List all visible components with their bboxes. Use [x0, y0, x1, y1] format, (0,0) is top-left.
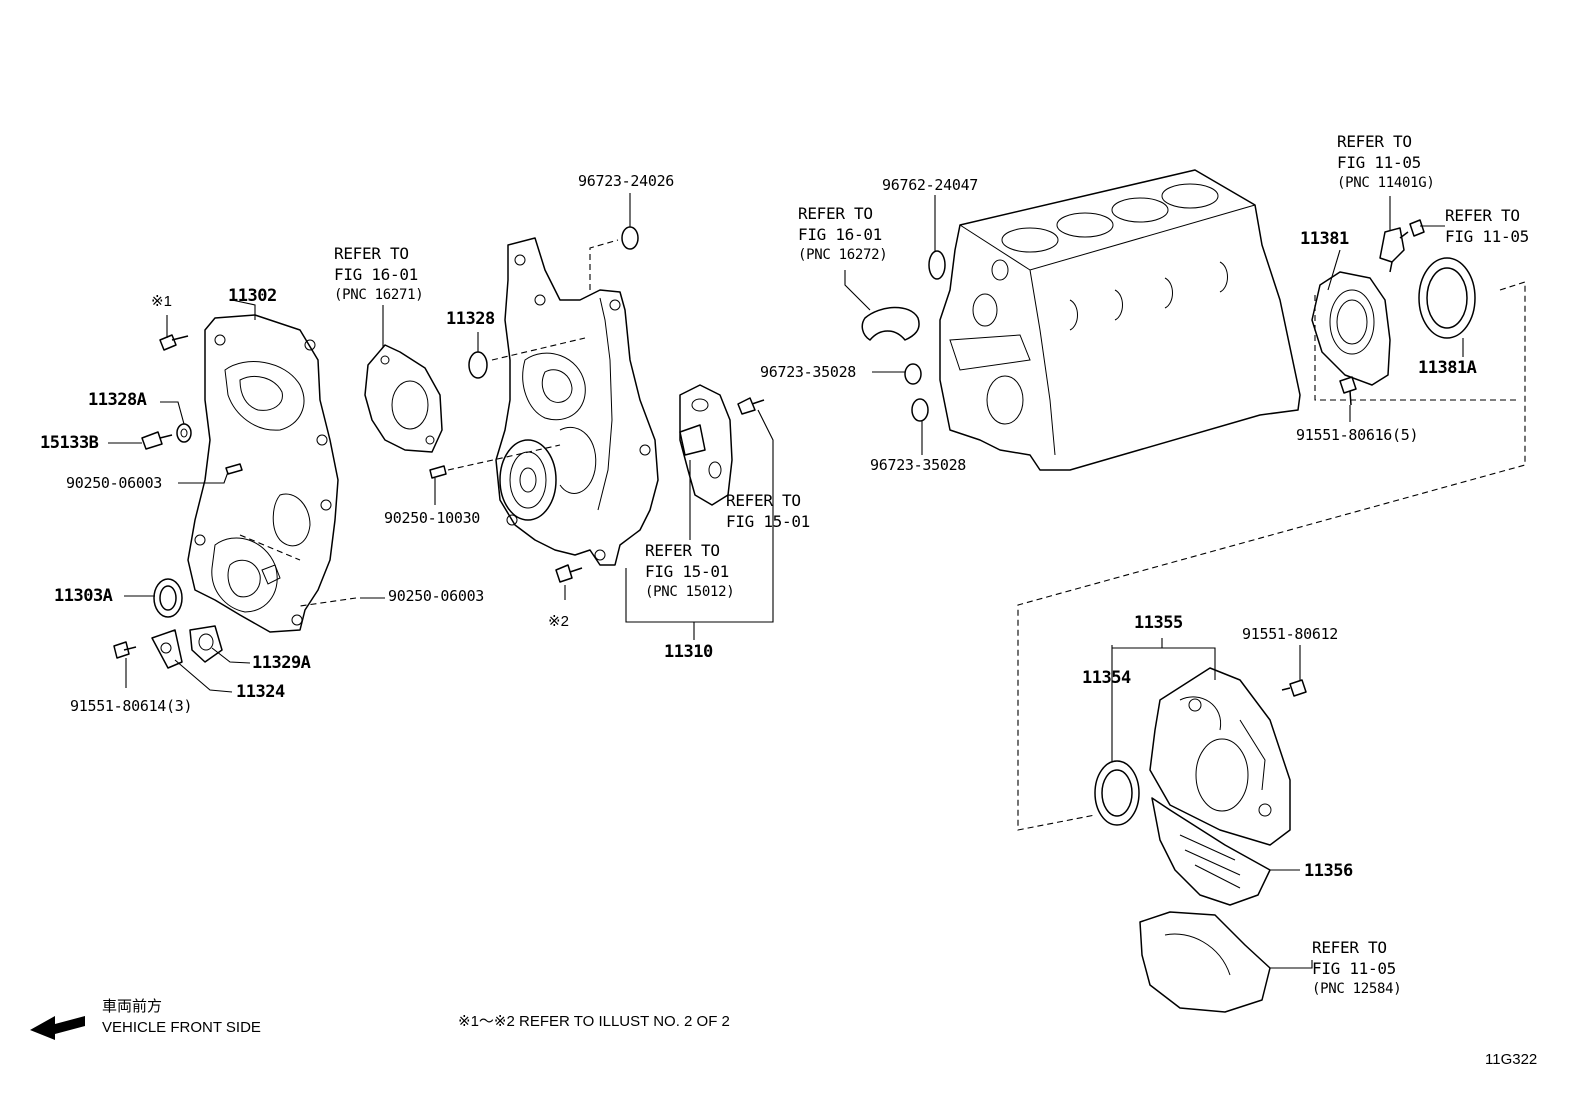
reference-fig-16-01-pnc-16271[interactable]: REFER TO FIG 16-01 (PNC 16271)	[334, 243, 424, 306]
plate-11355[interactable]	[1149, 667, 1291, 846]
part-number-11354[interactable]: 11354	[1082, 668, 1131, 688]
reference-line-1: REFER TO	[1312, 938, 1387, 957]
oil-pan-pnc-12584[interactable]	[1139, 911, 1271, 1013]
reference-line-1: REFER TO	[1445, 206, 1520, 225]
reference-line-1: REFER TO	[334, 244, 409, 263]
part-number-96723-24026[interactable]: 96723-24026	[578, 172, 675, 190]
bolt-marker-2[interactable]	[555, 564, 583, 583]
reference-fig-16-01-pnc-16272[interactable]: REFER TO FIG 16-01 (PNC 16272)	[798, 203, 888, 266]
reference-line-2: FIG 11-05	[1445, 227, 1529, 246]
reference-line-2: FIG 16-01	[334, 265, 418, 284]
marker-note: ※1～※2 REFER TO ILLUST NO. 2 OF 2	[458, 1013, 730, 1030]
reference-line-3: (PNC 15012)	[645, 584, 735, 600]
o-ring-11328[interactable]	[468, 351, 488, 379]
o-ring-96762-24047[interactable]	[928, 250, 946, 280]
chain-case-11310[interactable]	[447, 237, 659, 566]
marker-2: ※2	[548, 613, 569, 630]
bolt-15133B[interactable]	[141, 431, 173, 450]
reference-line-2: FIG 11-05	[1337, 153, 1421, 172]
reference-line-1: REFER TO	[798, 204, 873, 223]
part-number-11310[interactable]: 11310	[664, 642, 713, 662]
vehicle-front-arrow-icon	[30, 1016, 85, 1040]
reference-line-3: (PNC 12584)	[1312, 981, 1402, 997]
o-ring-96723-24026[interactable]	[621, 226, 639, 250]
part-number-90250-10030[interactable]: 90250-10030	[384, 509, 481, 527]
part-number-11381[interactable]: 11381	[1300, 229, 1349, 249]
leader-lines	[108, 193, 1464, 969]
cylinder-block[interactable]	[939, 169, 1301, 471]
part-number-11302[interactable]: 11302	[228, 286, 277, 306]
pin-90250-06003-a[interactable]	[225, 463, 243, 475]
reference-line-1: REFER TO	[1337, 132, 1412, 151]
reference-line-2: FIG 15-01	[726, 512, 810, 531]
part-number-96723-35028-b[interactable]: 96723-35028	[870, 456, 967, 474]
vehicle-front-label: VEHICLE FRONT SIDE	[102, 1019, 261, 1036]
oil-pump-pnc-15012[interactable]	[679, 384, 733, 506]
bolt-pnc-15-01[interactable]	[737, 397, 765, 415]
oil-seal-11328A[interactable]	[176, 423, 192, 443]
reference-line-1: REFER TO	[726, 491, 801, 510]
part-number-11324[interactable]: 11324	[236, 682, 285, 702]
part-number-11328A[interactable]: 11328A	[88, 390, 147, 410]
oil-seal-11354[interactable]	[1094, 760, 1140, 826]
gasket-11329A[interactable]	[189, 625, 223, 663]
reference-line-2: FIG 15-01	[645, 562, 729, 581]
seal-retainer-11381[interactable]	[1311, 271, 1391, 386]
reference-line-3: (PNC 16272)	[798, 247, 888, 263]
part-number-91551-80614[interactable]: 91551-80614(3)	[70, 697, 193, 715]
vehicle-front-label-jp: 車両前方	[102, 998, 163, 1015]
part-number-90250-06003-b[interactable]: 90250-06003	[388, 587, 485, 605]
timing-cover-11302[interactable]	[187, 314, 339, 633]
gasket-pnc-16271[interactable]	[364, 344, 443, 453]
part-number-91551-80616[interactable]: 91551-80616(5)	[1296, 426, 1419, 444]
part-number-11303A[interactable]: 11303A	[54, 586, 113, 606]
gasket-11324[interactable]	[151, 629, 183, 669]
reference-fig-15-01[interactable]: REFER TO FIG 15-01	[726, 490, 810, 532]
reference-fig-11-05[interactable]: REFER TO FIG 11-05	[1445, 205, 1529, 247]
reference-line-2: FIG 16-01	[798, 225, 882, 244]
o-ring-96723-35028-b[interactable]	[911, 398, 929, 422]
bolt-pnc-11-05[interactable]	[1399, 219, 1425, 239]
sensor-pnc-11401G[interactable]	[1379, 227, 1405, 273]
part-number-11328[interactable]: 11328	[446, 309, 495, 329]
baffle-11356[interactable]	[1151, 797, 1271, 906]
bolt-91551-80614[interactable]	[113, 641, 137, 659]
reference-line-3: (PNC 16271)	[334, 287, 424, 303]
reference-line-3: (PNC 11401G)	[1337, 175, 1435, 191]
marker-1: ※1	[151, 293, 172, 310]
part-number-11355[interactable]: 11355	[1134, 613, 1183, 633]
reference-fig-11-05-pnc-12584[interactable]: REFER TO FIG 11-05 (PNC 12584)	[1312, 937, 1402, 1000]
part-number-96762-24047[interactable]: 96762-24047	[882, 176, 979, 194]
bolt-91551-80616[interactable]	[1339, 376, 1357, 406]
reference-fig-15-01-pnc-15012[interactable]: REFER TO FIG 15-01 (PNC 15012)	[645, 540, 735, 603]
part-number-15133B[interactable]: 15133B	[40, 433, 99, 453]
reference-line-2: FIG 11-05	[1312, 959, 1396, 978]
part-number-90250-06003-a[interactable]: 90250-06003	[66, 474, 163, 492]
pin-90250-10030[interactable]	[429, 465, 447, 479]
part-number-11381A[interactable]: 11381A	[1418, 358, 1477, 378]
part-number-11329A[interactable]: 11329A	[252, 653, 311, 673]
o-ring-96723-35028-a[interactable]	[904, 363, 922, 385]
part-number-96723-35028-a[interactable]: 96723-35028	[760, 363, 857, 381]
part-number-11356[interactable]: 11356	[1304, 861, 1353, 881]
oil-seal-11303A[interactable]	[153, 578, 183, 618]
reference-fig-11-05-pnc-11401G[interactable]: REFER TO FIG 11-05 (PNC 11401G)	[1337, 131, 1435, 194]
bolt-91551-80612[interactable]	[1281, 679, 1307, 697]
reference-line-1: REFER TO	[645, 541, 720, 560]
oil-seal-11381A[interactable]	[1418, 257, 1476, 339]
bolt-marker-1[interactable]	[159, 334, 189, 351]
part-number-91551-80612[interactable]: 91551-80612	[1242, 625, 1339, 643]
illustration-id: 11G322	[1485, 1051, 1538, 1068]
gasket-pnc-16272[interactable]	[861, 306, 920, 341]
